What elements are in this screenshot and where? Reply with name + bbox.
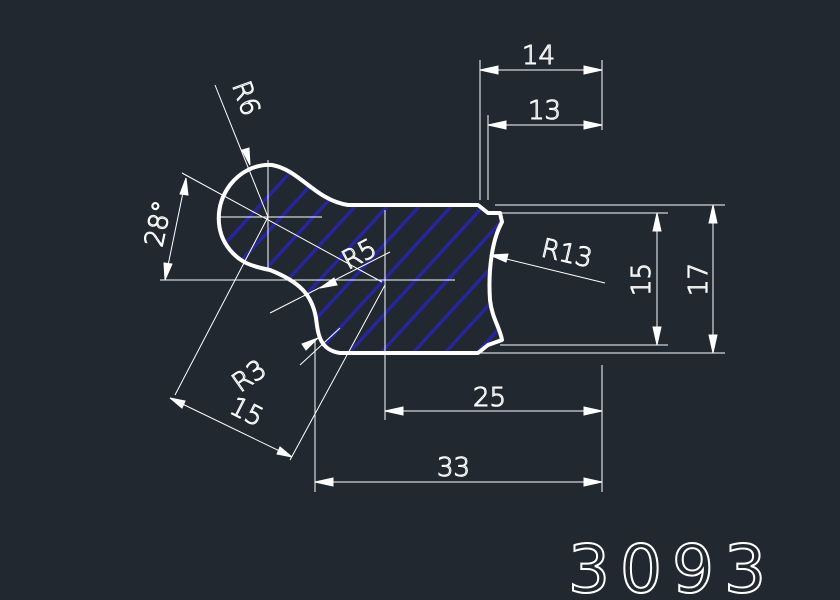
hatch-line [450,164,502,353]
hatch-line [226,164,450,353]
dim-r13: R13 [538,234,595,275]
dim-25: 25 [473,383,506,413]
hatch-line [676,140,840,380]
hatch-line [482,164,502,353]
dim-15-diagonal: 15 [225,392,268,434]
profile-outline [216,162,504,355]
part-number: 3093 [568,531,776,600]
hatch-line [354,164,502,353]
hatch-line [644,140,840,380]
dim-r5: R5 [337,233,382,276]
hatch-line [218,164,322,353]
dim-17: 17 [684,263,714,296]
dim-13: 13 [528,96,561,126]
hatch-line [322,164,502,353]
dim-r6: R6 [225,77,265,120]
centerlines [160,84,455,461]
dim-r3: R3 [227,354,273,398]
dim-15-vertical: 15 [627,263,657,296]
dimension-lines [163,60,725,492]
dim-14: 14 [522,41,555,71]
hatch-line [580,140,800,380]
dim-33: 33 [437,453,470,483]
hatch-line [418,164,502,353]
hatch-pattern [218,140,840,380]
hatch-line [612,140,832,380]
